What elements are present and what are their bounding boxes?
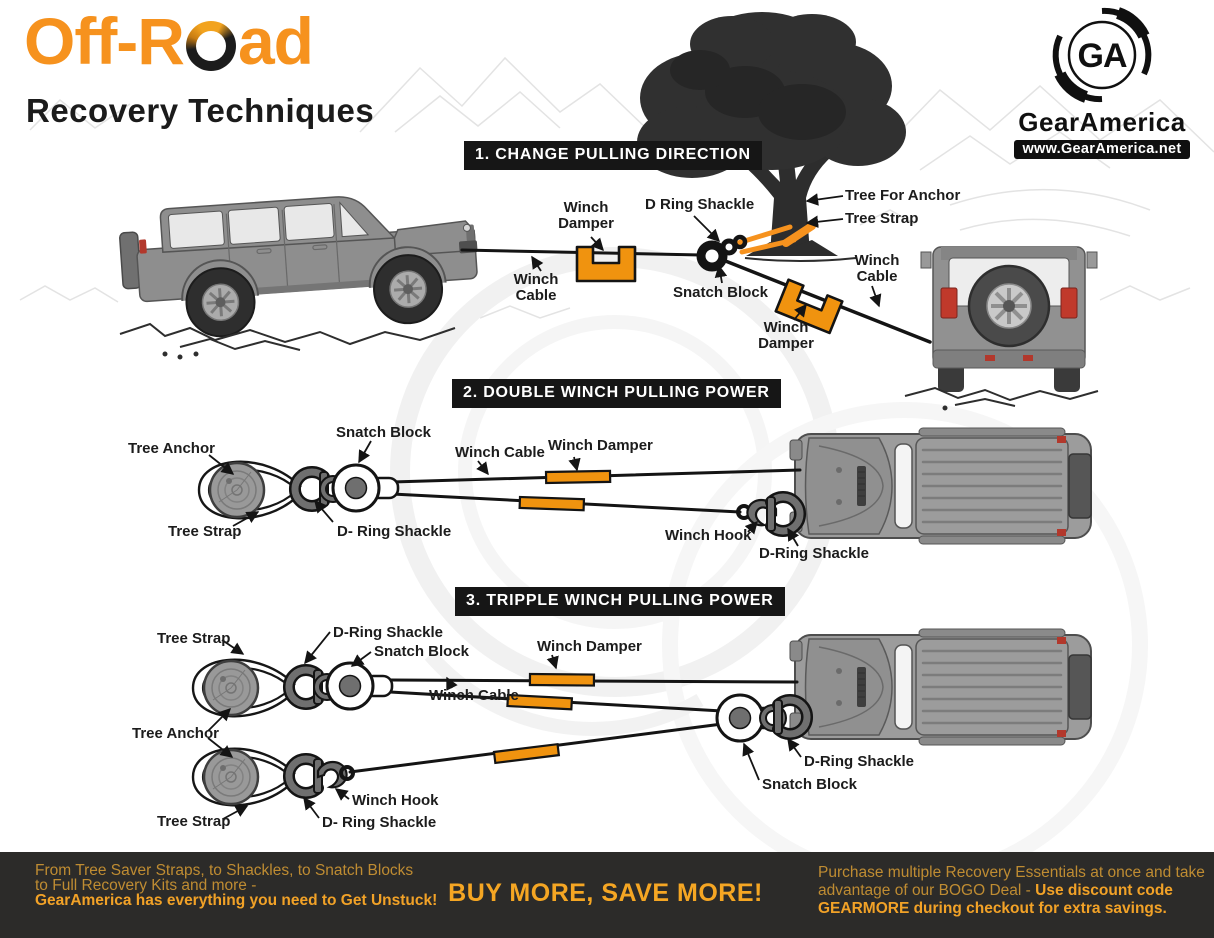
footer-left-text: From Tree Saver Straps, to Shackles, to … xyxy=(35,863,455,909)
jeep-rear-view xyxy=(920,246,1098,392)
snatch-block-s1 xyxy=(696,234,748,272)
label-winch-damper-right: Winch Damper xyxy=(758,319,814,353)
snatch-block-s3-jeep xyxy=(715,693,784,743)
label-tree-for-anchor: Tree For Anchor xyxy=(845,187,961,204)
label-winch-cable-right: Winch Cable xyxy=(854,252,900,286)
label-tree-anchor-s3: Tree Anchor xyxy=(132,725,219,742)
label-snatch-block-s3-left: Snatch Block xyxy=(374,643,470,660)
label-arrows xyxy=(207,193,882,820)
jeep-side-view xyxy=(119,196,478,338)
footer-left-line1: From Tree Saver Straps, to Shackles, to … xyxy=(35,862,414,879)
cable-eye-s3 xyxy=(339,765,355,781)
snatch-block-s2 xyxy=(331,463,400,513)
footer-left-line3: GearAmerica has everything you need to G… xyxy=(35,892,438,910)
title-post: ad xyxy=(237,4,314,78)
gearamerica-logo: GA GearAmerica www.GearAmerica.net xyxy=(1002,4,1202,159)
tree-anchor-s3-top xyxy=(191,658,297,718)
label-winch-cable-left: Winch Cable xyxy=(513,271,559,305)
tree-anchor-s2 xyxy=(197,460,303,520)
section-3-banner: 3. TRIPPLE WINCH PULLING POWER xyxy=(455,587,785,616)
background-mountain-sketch xyxy=(19,56,1214,319)
ground-texture xyxy=(119,322,1099,411)
label-d-ring-shackle-s3-jeep: D-Ring Shackle xyxy=(804,753,915,770)
section-1-banner: 1. CHANGE PULLING DIRECTION xyxy=(464,141,762,170)
label-d-ring-shackle-s2-left: D- Ring Shackle xyxy=(337,523,452,540)
footer-right-text: Purchase multiple Recovery Essentials at… xyxy=(818,864,1210,918)
label-tree-strap: Tree Strap xyxy=(845,210,919,227)
label-tree-strap-s3-top: Tree Strap xyxy=(157,630,231,647)
title-pre: Off-R xyxy=(24,4,185,78)
section3-art xyxy=(191,627,1093,807)
label-winch-hook-s2: Winch Hook xyxy=(665,527,752,544)
jeep-top-view-s2 xyxy=(788,426,1093,546)
wheel xyxy=(373,254,444,325)
footer-center-text: BUY MORE, SAVE MORE! xyxy=(448,879,763,907)
winch-damper-s2-b xyxy=(518,495,586,512)
footer-left-line2: to Full Recovery Kits and more - xyxy=(35,877,257,895)
label-snatch-block-s3-jeep: Snatch Block xyxy=(762,776,858,793)
label-tree-strap-s2: Tree Strap xyxy=(168,523,242,540)
label-d-ring-shackle-s3-bottom: D- Ring Shackle xyxy=(322,814,437,831)
brand-name: GearAmerica xyxy=(1018,107,1186,137)
jeep-top-view-s3 xyxy=(788,627,1093,747)
label-winch-cable-s3: Winch Cable xyxy=(429,687,519,704)
label-winch-hook-s3: Winch Hook xyxy=(352,792,439,809)
snatch-block-s3-left xyxy=(325,661,394,711)
footer-right-line1: Purchase multiple Recovery Essentials at… xyxy=(818,864,1205,881)
website-url: www.GearAmerica.net xyxy=(1014,140,1190,159)
label-snatch-block: Snatch Block xyxy=(673,284,769,301)
label-winch-damper-s3: Winch Damper xyxy=(537,638,642,655)
winch-damper-s2-a xyxy=(544,469,612,485)
footer-right-line2: advantage of our BOGO Deal - Use discoun… xyxy=(818,882,1173,899)
page-title: Off-R ad xyxy=(24,4,314,78)
footer-right-line3: GEARMORE during checkout for extra savin… xyxy=(818,900,1167,917)
d-ring-shackle-s2-right xyxy=(767,497,800,531)
label-snatch-block-s2: Snatch Block xyxy=(336,424,432,441)
tree-anchor-s3-bottom xyxy=(191,747,297,807)
label-winch-damper-left: Winch Damper xyxy=(558,199,614,233)
winch-damper-s3-a xyxy=(528,672,596,687)
label-d-ring-shackle-s2-right: D-Ring Shackle xyxy=(759,545,870,562)
swirl-o-icon xyxy=(185,21,236,71)
ga-monogram-text: GA xyxy=(1078,37,1127,75)
wheel xyxy=(185,267,256,338)
section-2-banner: 2. DOUBLE WINCH PULLING POWER xyxy=(452,379,781,408)
winch-damper-s3-c xyxy=(492,743,560,765)
ga-monogram-icon: GA xyxy=(1052,7,1152,103)
footer-bar: From Tree Saver Straps, to Shackles, to … xyxy=(0,852,1214,938)
section2-art xyxy=(197,426,1093,546)
label-d-ring-shackle: D Ring Shackle xyxy=(645,196,755,213)
label-tree-anchor-s2: Tree Anchor xyxy=(128,440,215,457)
label-d-ring-shackle-s3-top: D-Ring Shackle xyxy=(333,624,444,641)
label-winch-damper-s2: Winch Damper xyxy=(548,437,653,454)
label-winch-cable-s2: Winch Cable xyxy=(455,444,545,461)
label-tree-strap-s3-bottom: Tree Strap xyxy=(157,813,231,830)
page-subtitle: Recovery Techniques xyxy=(26,92,375,129)
